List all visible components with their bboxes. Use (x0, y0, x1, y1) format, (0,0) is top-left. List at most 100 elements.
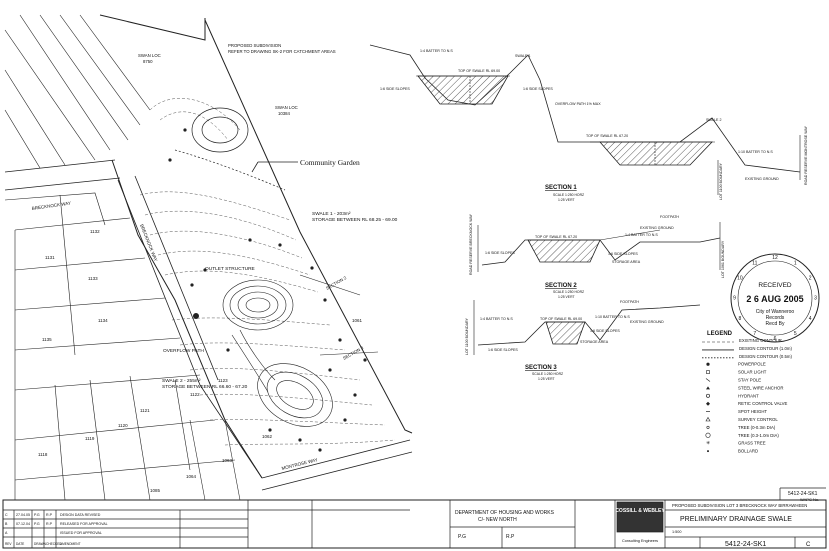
svg-text:C: C (5, 513, 8, 517)
section-2-hatch (527, 239, 601, 263)
legend-item: EXISTING CONTOUR (702, 338, 782, 343)
stamp-received: RECEIVED (758, 282, 792, 289)
svg-text:EXISTING GROUND: EXISTING GROUND (640, 226, 674, 230)
legend-label: RETIC CONTROL VALVE (738, 401, 787, 406)
svg-text:P.G: P.G (34, 513, 40, 517)
drawing-number: 5412-24-SK1 (725, 541, 766, 548)
svg-text:R.P: R.P (46, 513, 53, 517)
svg-text:STORAGE BETWEEN RL 68.25 - 69.: STORAGE BETWEEN RL 68.25 - 69.00 (312, 217, 398, 223)
svg-text:RELEASED FOR APPROVAL: RELEASED FOR APPROVAL (60, 522, 108, 526)
lot-number: 1120 (118, 423, 128, 428)
legend-title: LEGEND (707, 331, 733, 337)
legend-item: STEEL WIRE ANCHOR (706, 385, 783, 390)
site-boundary-west (111, 159, 263, 479)
svg-text:✳: ✳ (706, 441, 710, 447)
site-boundary (99, 14, 206, 41)
svg-text:1:6 SIDE SLOPES: 1:6 SIDE SLOPES (485, 251, 515, 255)
legend-label: SPOT HEIGHT (738, 409, 767, 414)
svg-text:REFER TO DRAWING SK-2 FOR CATC: REFER TO DRAWING SK-2 FOR CATCHMENT AREA… (228, 49, 336, 54)
svg-text:ISSUED FOR APPROVAL: ISSUED FOR APPROVAL (60, 531, 102, 535)
section-3 (473, 300, 701, 355)
lot-number: 1062 (262, 434, 273, 439)
legend-label: SURVEY CONTROL (738, 417, 778, 422)
legend-label: TREE (0-0.3m DIA) (738, 425, 776, 430)
stamp-hour: 9 (733, 296, 736, 302)
swale-1-callout: SWALE 1 - 203m² (312, 211, 351, 217)
lot-number: 1135 (42, 337, 52, 342)
svg-text:LOT 1100 BOUNDARY: LOT 1100 BOUNDARY (465, 317, 469, 355)
legend-item: BOLLARD (707, 449, 758, 454)
legend-item: HYDRANT (706, 393, 759, 398)
site-plan (4, 14, 413, 501)
proposed-subdivision-label: PROPOSED SUBDIVISION (228, 43, 281, 48)
legend-item: STAY POLE (705, 378, 761, 383)
lot-number: 1134 (98, 318, 108, 323)
svg-text:A: A (5, 531, 8, 535)
lot-number: 1119 (85, 436, 95, 441)
swale-1-section-hatch (417, 75, 509, 105)
lot-number: 1064 (186, 474, 197, 479)
legend-label: BOLLARD (738, 449, 758, 454)
lot-number: 1121 (140, 408, 150, 413)
svg-text:TOP OF SWALE RL 67.20: TOP OF SWALE RL 67.20 (586, 134, 628, 138)
section-3-hatch (545, 321, 586, 345)
montrose-way-label: MONTROSE WAY (281, 457, 318, 471)
revision-letter: C (806, 542, 811, 548)
stamp-hour: 8 (739, 316, 742, 322)
svg-text:ROAD RESERVE MONTROSE WAY: ROAD RESERVE MONTROSE WAY (804, 125, 808, 185)
swale-2-callout: SWALE 2 - 255m² (162, 378, 201, 384)
stamp-hour: 7 (753, 331, 756, 337)
svg-text:R.P: R.P (506, 534, 515, 540)
swale-1-plan (174, 107, 286, 191)
title-block (2, 487, 827, 549)
legend-item: DESIGN CONTOUR (0.5m) (702, 354, 792, 359)
outlet-structure-label: OUTLET STRUCTURE (205, 266, 255, 272)
svg-text:1:4 BATTER TO N.S: 1:4 BATTER TO N.S (420, 49, 453, 53)
svg-text:SCALE 1:250 HORZ: SCALE 1:250 HORZ (553, 193, 584, 197)
lot-parcels (4, 192, 241, 501)
revision-row: A ISSUED FOR APPROVAL (5, 531, 102, 535)
svg-text:FOOTPATH: FOOTPATH (660, 215, 679, 219)
svg-text:Consulting Engineers: Consulting Engineers (622, 539, 658, 543)
svg-text:1:10 BATTER TO N.S: 1:10 BATTER TO N.S (595, 315, 630, 319)
stamp-date: 2 6 AUG 2005 (746, 294, 803, 304)
legend-label: STEEL WIRE ANCHOR (738, 385, 783, 390)
svg-text:10384: 10384 (278, 111, 291, 116)
svg-text:SECTION 2: SECTION 2 (325, 275, 348, 291)
stamp-hour: 3 (814, 296, 817, 302)
legend-label: POWERPOLE (738, 362, 766, 367)
svg-text:SWAN LOC: SWAN LOC (275, 105, 298, 110)
svg-text:1:4 BATTER TO N.S: 1:4 BATTER TO N.S (480, 317, 513, 321)
revision-header: REV (5, 542, 12, 546)
swale-2-section-hatch (599, 141, 713, 166)
svg-text:TOP OF SWALE RL 69.00: TOP OF SWALE RL 69.00 (458, 69, 500, 73)
legend-item: SOLAR LIGHT (706, 370, 767, 375)
ref-top: 5412-24-SK1 (788, 491, 818, 497)
svg-text:LOT 1061 BOUNDARY: LOT 1061 BOUNDARY (721, 240, 725, 278)
lot-number: 1133 (88, 276, 98, 281)
svg-text:WAPC No.: WAPC No. (800, 497, 819, 502)
stamp-hour: 2 (809, 275, 812, 281)
swale-2-plan (222, 279, 333, 427)
legend-label: EXISTING CONTOUR (739, 338, 782, 343)
lot-number: 1132 (90, 229, 100, 234)
section-2-labels: TOP OF SWALE RL 67.20 1:6 SIDE SLOPES 1:… (469, 213, 725, 299)
existing-contours (139, 98, 396, 446)
svg-text:B: B (5, 522, 8, 526)
lot-number: 1061 (352, 318, 363, 323)
legend-item: RETIC CONTROL VALVE (706, 401, 787, 406)
site-boundary-east (204, 19, 413, 434)
svg-text:EXISTING GROUND: EXISTING GROUND (630, 320, 664, 324)
svg-text:1:500: 1:500 (672, 530, 682, 534)
svg-text:1:4 BATTER TO N.S: 1:4 BATTER TO N.S (625, 233, 658, 237)
svg-text:SCALE 1:250 HORZ: SCALE 1:250 HORZ (532, 372, 563, 376)
brecknock-way-label: BRECKNOCK WAY (31, 201, 71, 211)
stamp-hour: 6 (774, 336, 777, 342)
client-name: DEPARTMENT OF HOUSING AND WORKS (455, 510, 555, 516)
svg-text:DESIGN DATA REVISED: DESIGN DATA REVISED (60, 513, 101, 517)
lot-number: 1123 (218, 378, 228, 383)
svg-text:SWALE 2: SWALE 2 (706, 118, 721, 122)
